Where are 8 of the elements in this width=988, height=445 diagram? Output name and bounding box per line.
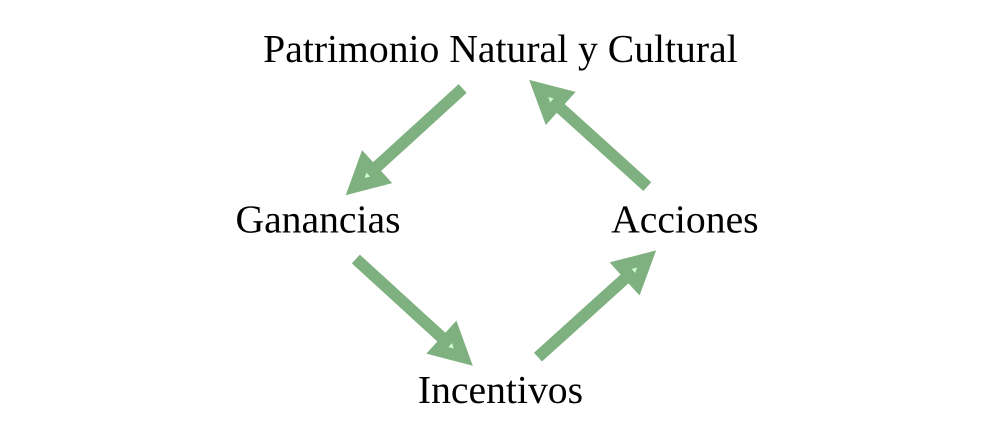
node-text: Patrimonio Natural y Cultural (262, 26, 738, 71)
arrow (351, 254, 472, 366)
arrow (534, 250, 656, 362)
node-text: Acciones (610, 197, 758, 242)
arrow (345, 84, 466, 196)
node-text: Incentivos (417, 368, 583, 412)
node-text: Ganancias (234, 197, 400, 242)
arrow (528, 80, 651, 192)
